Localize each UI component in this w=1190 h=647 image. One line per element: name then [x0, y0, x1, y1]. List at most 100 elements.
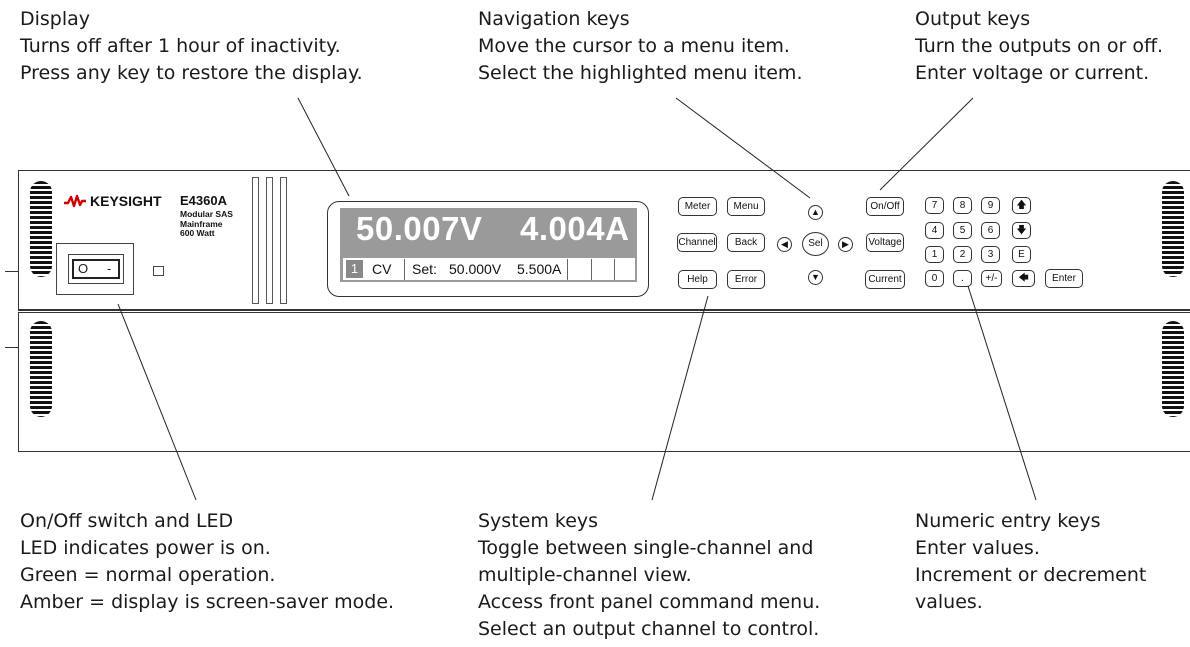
- display-cell-divider: [614, 259, 615, 280]
- digit-0-key[interactable]: 0: [925, 270, 944, 287]
- callout-system-title: System keys: [478, 510, 599, 532]
- up-arrow-icon: ▲: [811, 207, 820, 217]
- callout-navigation: Navigation keys Move the cursor to a men…: [478, 6, 802, 87]
- callout-numeric-line: Enter values.: [915, 537, 1040, 559]
- display-cell-divider: [567, 259, 568, 280]
- callout-output: Output keys Turn the outputs on or off. …: [915, 6, 1163, 87]
- digit-6-key[interactable]: 6: [981, 222, 1000, 239]
- callout-numeric: Numeric entry keys Enter values. Increme…: [915, 508, 1146, 616]
- rack-tick: [5, 347, 18, 348]
- left-arrow-icon: ◀: [781, 239, 788, 249]
- error-key[interactable]: Error: [727, 270, 765, 289]
- power-switch[interactable]: O -: [72, 259, 120, 279]
- keysight-wave-icon: [64, 194, 86, 208]
- callout-output-line: Enter voltage or current.: [915, 62, 1150, 84]
- callout-system-line: Select an output channel to control.: [478, 618, 820, 640]
- display-cell-divider: [591, 259, 592, 280]
- decrement-key[interactable]: 🡇: [1012, 222, 1031, 239]
- right-arrow-icon: ▶: [842, 239, 849, 249]
- callout-display: Display Turns off after 1 hour of inacti…: [20, 6, 363, 87]
- callout-system: System keys Toggle between single-channe…: [478, 508, 820, 643]
- select-key[interactable]: Sel: [802, 232, 829, 256]
- nav-down-key[interactable]: ▼: [808, 270, 823, 285]
- vent-bottom-left: [30, 321, 52, 417]
- callout-switch-line: Amber = display is screen-saver mode.: [20, 591, 395, 613]
- digit-4-key[interactable]: 4: [925, 222, 944, 239]
- model-desc-line: Modular SAS: [180, 209, 233, 219]
- callout-navigation-title: Navigation keys: [478, 8, 630, 30]
- digit-1-key[interactable]: 1: [925, 246, 944, 263]
- callout-switch-line: LED indicates power is on.: [20, 537, 271, 559]
- set-voltage: 50.000V: [449, 261, 502, 277]
- brand-logo: KEYSIGHT: [64, 193, 162, 209]
- callout-display-title: Display: [20, 8, 91, 30]
- nav-up-key[interactable]: ▲: [808, 205, 823, 220]
- digit-8-key[interactable]: 8: [953, 197, 972, 214]
- plus-minus-key[interactable]: +/-: [981, 270, 1002, 287]
- callout-navigation-line: Select the highlighted menu item.: [478, 62, 803, 84]
- callout-output-title: Output keys: [915, 8, 1031, 30]
- display-status-row: [343, 258, 635, 280]
- backspace-arrow-icon: 🡄: [1018, 273, 1029, 284]
- back-key[interactable]: Back: [727, 233, 765, 252]
- panel-divider: [18, 309, 1190, 311]
- model-desc-line: Mainframe: [180, 218, 223, 229]
- decimal-point-key[interactable]: .: [953, 270, 972, 287]
- panel-slot: [252, 177, 259, 304]
- set-label: Set:: [412, 261, 437, 277]
- digit-3-key[interactable]: 3: [981, 246, 1000, 263]
- panel-slot: [280, 177, 287, 304]
- callout-navigation-line: Move the cursor to a menu item.: [478, 35, 790, 57]
- down-arrow-icon: ▼: [811, 272, 820, 282]
- power-switch-frame: [56, 243, 134, 295]
- callout-display-line: Press any key to restore the display.: [20, 62, 363, 84]
- increment-arrow-icon: 🡅: [1016, 200, 1027, 211]
- meter-key[interactable]: Meter: [678, 197, 717, 216]
- measured-voltage: 50.007V: [356, 210, 483, 247]
- callout-switch-title: On/Off switch and LED: [20, 510, 234, 532]
- set-current: 5.500A: [517, 261, 562, 277]
- increment-key[interactable]: 🡅: [1012, 197, 1031, 214]
- digit-7-key[interactable]: 7: [925, 197, 944, 214]
- nav-left-key[interactable]: ◀: [777, 237, 792, 252]
- enter-key[interactable]: Enter: [1045, 269, 1083, 288]
- lower-panel: [18, 312, 1190, 452]
- rack-tick: [5, 271, 18, 272]
- operating-mode: CV: [372, 261, 392, 277]
- vent-bottom-right: [1162, 321, 1184, 417]
- exponent-key[interactable]: E: [1012, 246, 1031, 263]
- model-desc-line: 600 Watt: [180, 228, 215, 238]
- voltage-key[interactable]: Voltage: [866, 233, 904, 252]
- panel-slot: [266, 177, 273, 304]
- callout-display-line: Turns off after 1 hour of inactivity.: [20, 35, 341, 57]
- callout-numeric-line: Increment or decrement: [915, 564, 1147, 586]
- current-key[interactable]: Current: [865, 270, 905, 289]
- digit-5-key[interactable]: 5: [953, 222, 972, 239]
- callout-system-line: Toggle between single-channel and: [478, 537, 814, 559]
- measured-current: 4.004A: [520, 210, 630, 247]
- digit-9-key[interactable]: 9: [981, 197, 1000, 214]
- vent-top-right: [1162, 181, 1184, 277]
- on-off-key[interactable]: On/Off: [866, 197, 904, 216]
- decrement-arrow-icon: 🡇: [1016, 225, 1027, 236]
- switch-off-label: O: [78, 261, 89, 276]
- callout-switch: On/Off switch and LED LED indicates powe…: [20, 508, 394, 616]
- callout-numeric-title: Numeric entry keys: [915, 510, 1101, 532]
- menu-key[interactable]: Menu: [727, 197, 765, 216]
- callout-output-line: Turn the outputs on or off.: [915, 35, 1164, 57]
- help-key[interactable]: Help: [678, 270, 717, 289]
- channel-indicator: 1: [346, 260, 363, 278]
- model-description: Modular SAS Mainframe 600 Watt: [180, 209, 233, 239]
- switch-on-label: -: [107, 261, 112, 276]
- callout-numeric-line: values.: [915, 591, 983, 613]
- brand-name: KEYSIGHT: [90, 193, 162, 209]
- channel-key[interactable]: Channel: [677, 233, 717, 252]
- display-cell-divider: [404, 259, 405, 280]
- callout-system-line: Access front panel command menu.: [478, 591, 821, 613]
- vent-top-left: [30, 181, 52, 277]
- model-number: E4360A: [180, 193, 227, 208]
- backspace-key[interactable]: 🡄: [1012, 270, 1035, 287]
- nav-right-key[interactable]: ▶: [838, 237, 853, 252]
- digit-2-key[interactable]: 2: [953, 246, 972, 263]
- callout-switch-line: Green = normal operation.: [20, 564, 276, 586]
